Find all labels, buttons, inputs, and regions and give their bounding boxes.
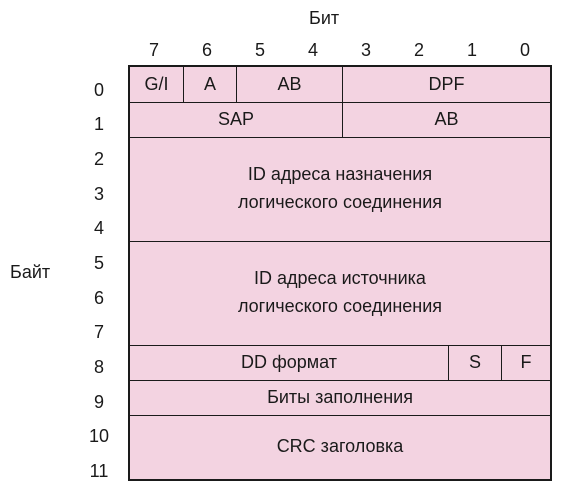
bit-number-5: 5 [254,40,265,60]
field-dpf: DPF [342,67,550,102]
byte-number-11: 11 [89,461,109,481]
byte-number-0: 0 [93,80,104,100]
field-fill-bits: Биты заполнения [267,386,413,407]
bit-axis-label: Бит [309,8,340,28]
field-gi: G/I [144,73,169,94]
frame-header-table: G/I A AB DPF SAP AB ID адреса назначения… [128,65,552,481]
byte-number-9: 9 [93,392,104,412]
byte-number-2: 2 [93,149,104,169]
field-a: A [183,67,236,102]
byte-axis-label: Байт [10,262,51,282]
bit-number-0: 0 [519,40,530,60]
byte-number-1: 1 [93,114,104,134]
byte-number-6: 6 [93,288,104,308]
bit-number-6: 6 [201,40,212,60]
field-f: F [501,345,550,380]
bit-number-4: 4 [307,40,318,60]
byte-number-5: 5 [93,253,104,273]
source-id-line-1: ID адреса источника [254,268,426,289]
row-divider [130,345,550,346]
source-id-line-2: логического соединения [237,296,443,316]
row-divider [130,102,550,103]
field-dd-format: DD формат [240,351,338,372]
field-ab-byte1: AB [342,102,550,137]
field-ab-byte0: AB [236,67,342,102]
bit-number-1: 1 [466,40,477,60]
byte-number-4: 4 [93,218,104,238]
byte-number-3: 3 [93,184,104,204]
row-divider [130,137,550,138]
field-destination-id: ID адреса назначения логического соедине… [130,137,550,241]
field-header-crc: CRC заголовка [276,436,404,457]
byte-number-10: 10 [88,426,110,446]
row-divider [130,415,550,416]
bit-number-7: 7 [148,40,159,60]
field-sap: SAP [217,108,255,129]
byte-number-8: 8 [93,357,104,377]
destination-id-line-1: ID адреса назначения [247,164,433,185]
bit-number-2: 2 [413,40,424,60]
bit-number-3: 3 [360,40,371,60]
field-source-id: ID адреса источника логического соединен… [130,241,550,345]
field-s: S [448,345,501,380]
destination-id-line-2: логического соединения [237,192,443,212]
byte-number-7: 7 [93,322,104,342]
row-divider [130,380,550,381]
row-divider [130,241,550,242]
